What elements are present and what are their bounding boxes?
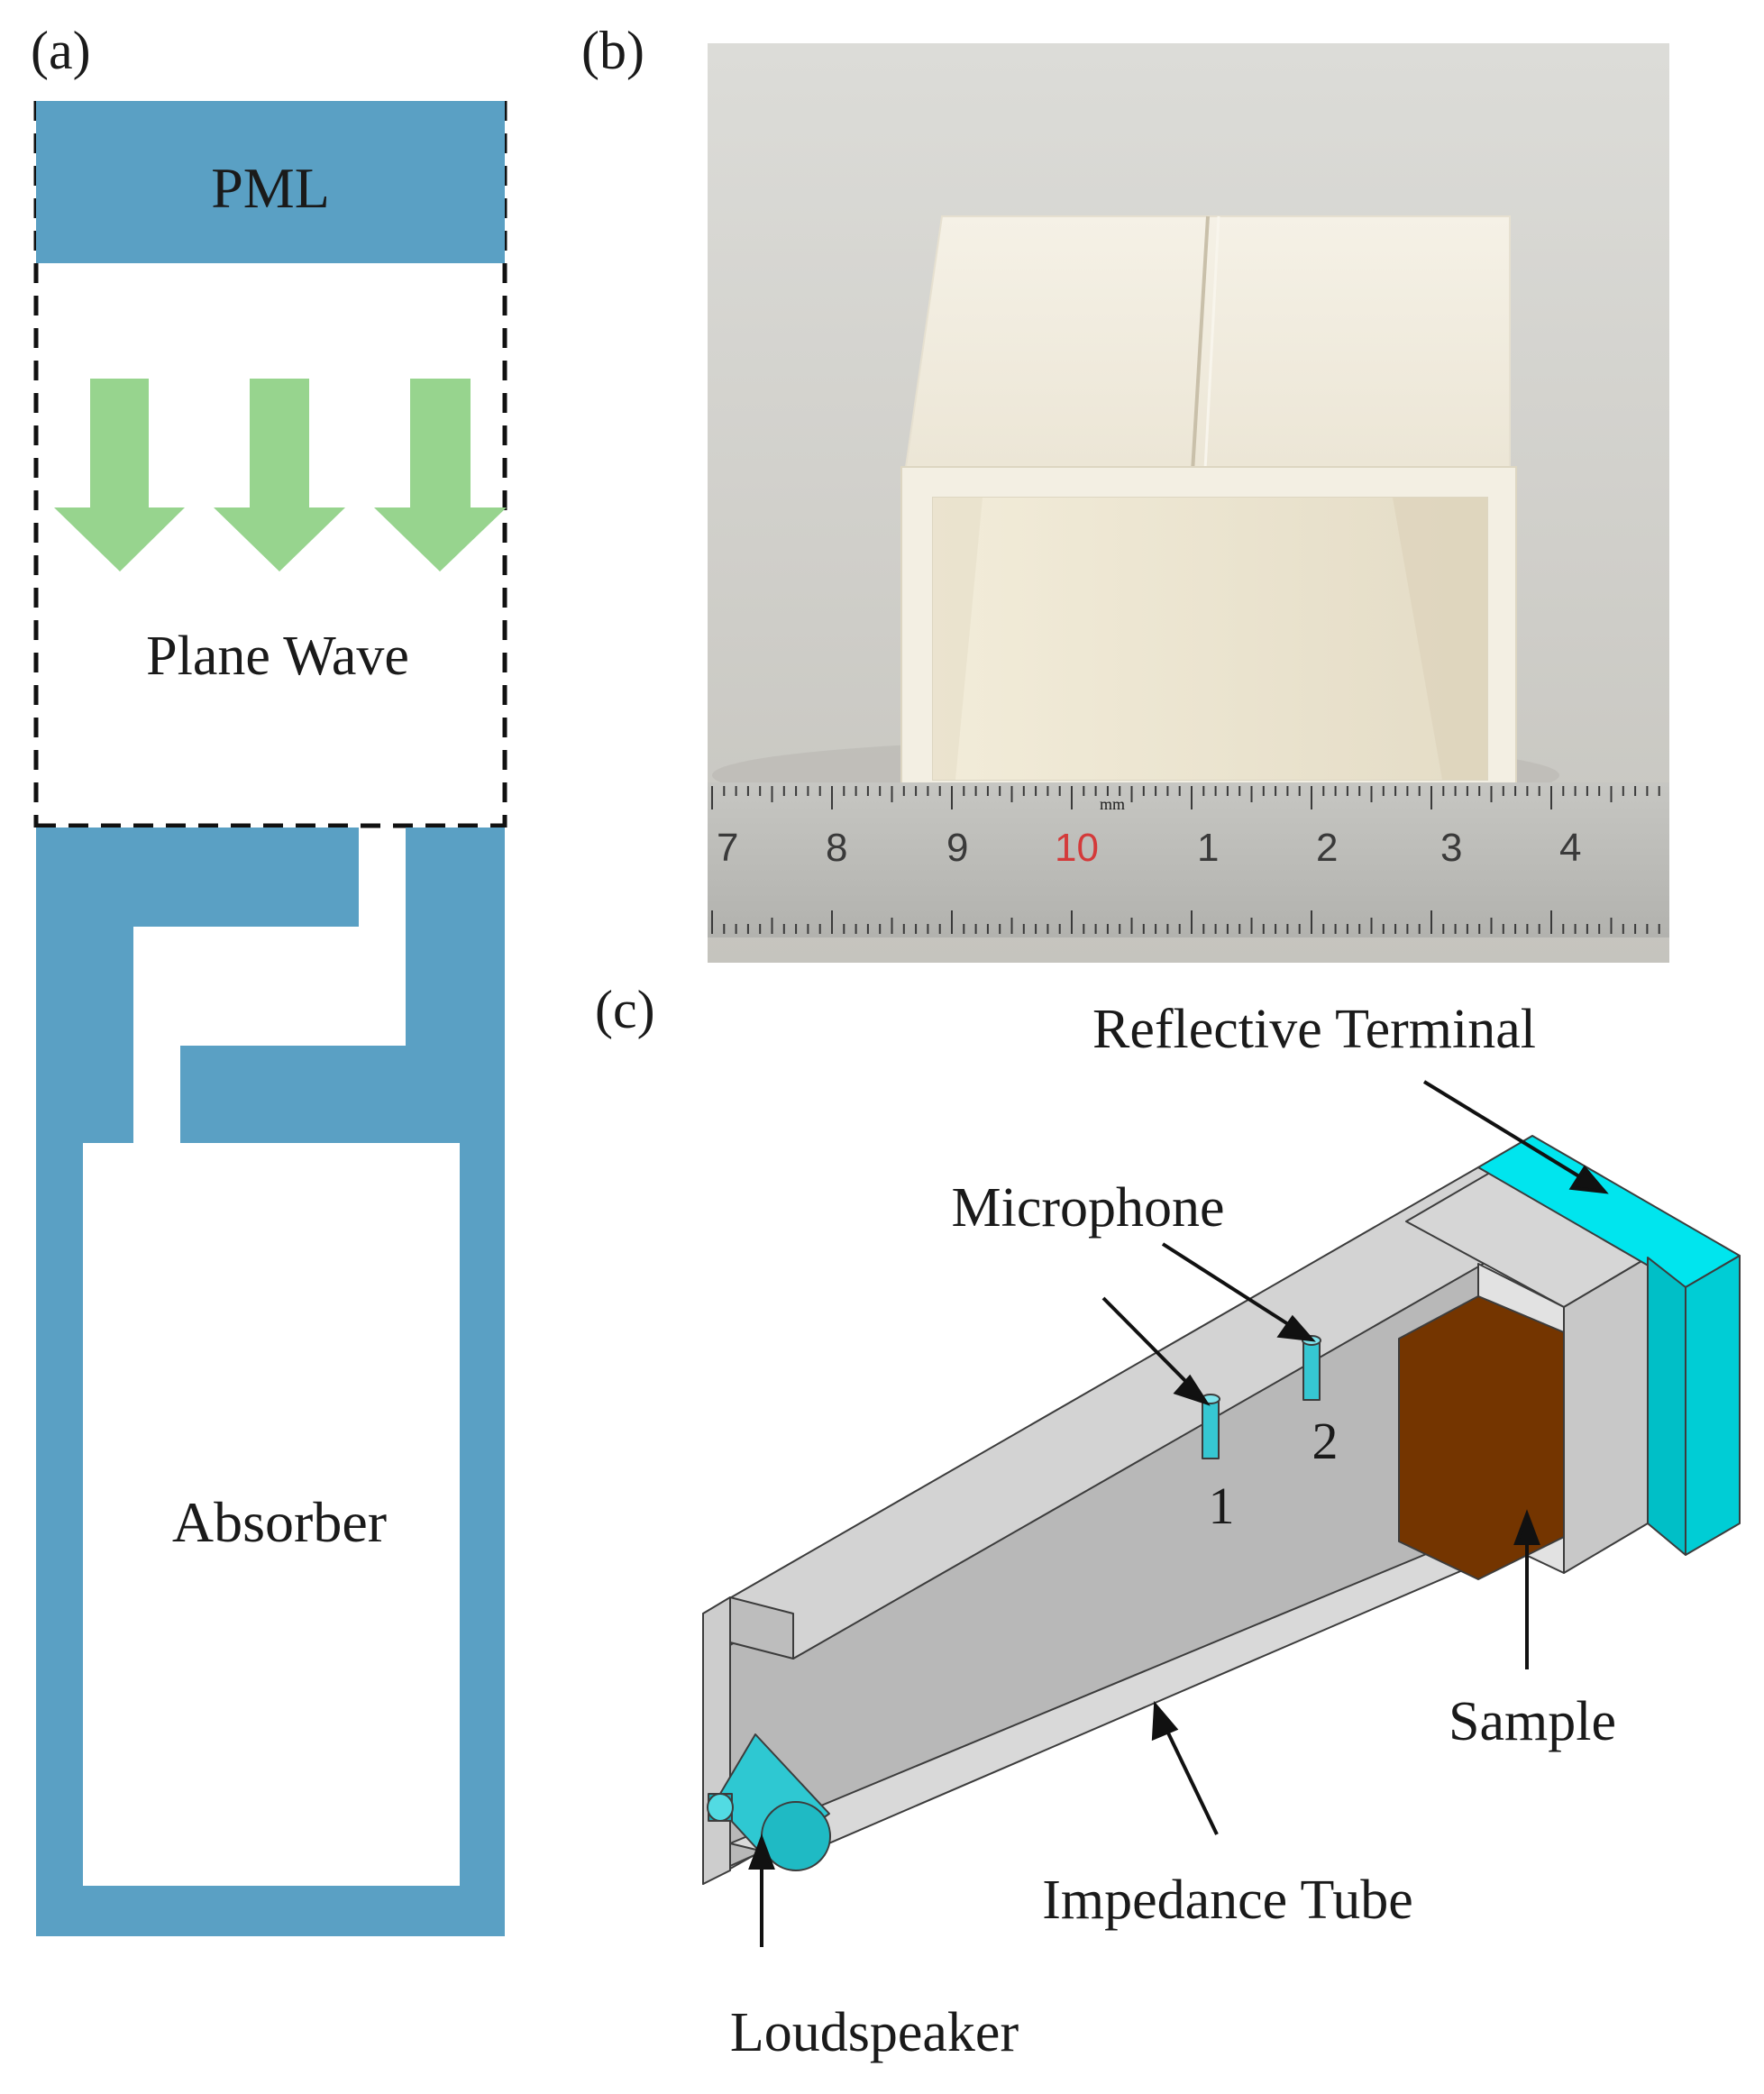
ruler-number: 2 xyxy=(1316,826,1338,870)
ruler-number: 7 xyxy=(717,826,738,870)
panel-c-label: (c) xyxy=(595,980,655,1039)
pml-label: PML xyxy=(211,156,330,220)
reflective-terminal-arrow xyxy=(1422,1080,1588,1183)
sample-label: Sample xyxy=(1449,1691,1616,1752)
plane-wave-arrow-3 xyxy=(374,379,507,572)
plane-wave-arrows xyxy=(54,379,507,572)
ruler-number: 4 xyxy=(1559,826,1581,870)
ruler-number: 9 xyxy=(946,826,968,870)
absorber-label: Absorber xyxy=(172,1490,387,1554)
tube-end-wall xyxy=(702,1596,731,1885)
panel-b-photo: mm 7 8 9 10 1 2 3 4 xyxy=(708,43,1669,963)
ruler-number: 10 xyxy=(1055,826,1099,870)
ruler-number: 1 xyxy=(1197,826,1219,870)
pml-layer xyxy=(36,101,505,263)
panel-c-diagram xyxy=(702,1135,1741,1885)
microphone-1 xyxy=(1201,1394,1220,1459)
plane-wave-arrow-1 xyxy=(54,379,185,572)
ruler xyxy=(708,782,1669,937)
ruler-numbers: 7 8 9 10 1 2 3 4 xyxy=(717,826,1581,870)
mic-2-label: 2 xyxy=(1312,1412,1339,1470)
mic-arrow-1 xyxy=(1101,1296,1196,1392)
reflective-terminal-side xyxy=(1685,1255,1741,1556)
mic-arrow-2 xyxy=(1161,1242,1300,1332)
microphone-2 xyxy=(1302,1335,1321,1401)
reflective-terminal-label: Reflective Terminal xyxy=(1092,999,1536,1060)
plane-wave-label: Plane Wave xyxy=(146,626,409,687)
panel-b-label: (b) xyxy=(581,21,644,80)
panel-c-labels: Reflective Terminal Microphone 1 2 Sampl… xyxy=(730,999,1616,2063)
ruler-ticks-top xyxy=(711,786,1660,809)
absorber-structure xyxy=(36,828,505,1936)
loudspeaker xyxy=(707,1733,831,1871)
microphone-label: Microphone xyxy=(951,1177,1224,1239)
sample xyxy=(1398,1295,1565,1580)
panel-a-label: (a) xyxy=(31,21,91,80)
plane-wave-arrow-2 xyxy=(214,379,345,572)
impedance-tube-label: Impedance Tube xyxy=(1042,1870,1413,1931)
box-inner xyxy=(933,498,1487,780)
sample-housing-side xyxy=(1563,1257,1649,1574)
ruler-unit: mm xyxy=(1100,795,1125,813)
mic-1-label: 1 xyxy=(1209,1477,1235,1535)
reflective-terminal-front xyxy=(1647,1257,1686,1556)
ruler-ticks-bottom xyxy=(711,910,1660,934)
panel-a-diagram: PML Plane Wave Absorber xyxy=(33,101,507,1936)
loudspeaker-label: Loudspeaker xyxy=(730,2002,1019,2063)
box-top-slit xyxy=(1190,215,1210,488)
ruler-number: 8 xyxy=(826,826,847,870)
annotation-arrows xyxy=(748,1080,1609,1947)
ruler-number: 3 xyxy=(1440,826,1462,870)
impedance-tube-arrow xyxy=(1161,1721,1219,1835)
